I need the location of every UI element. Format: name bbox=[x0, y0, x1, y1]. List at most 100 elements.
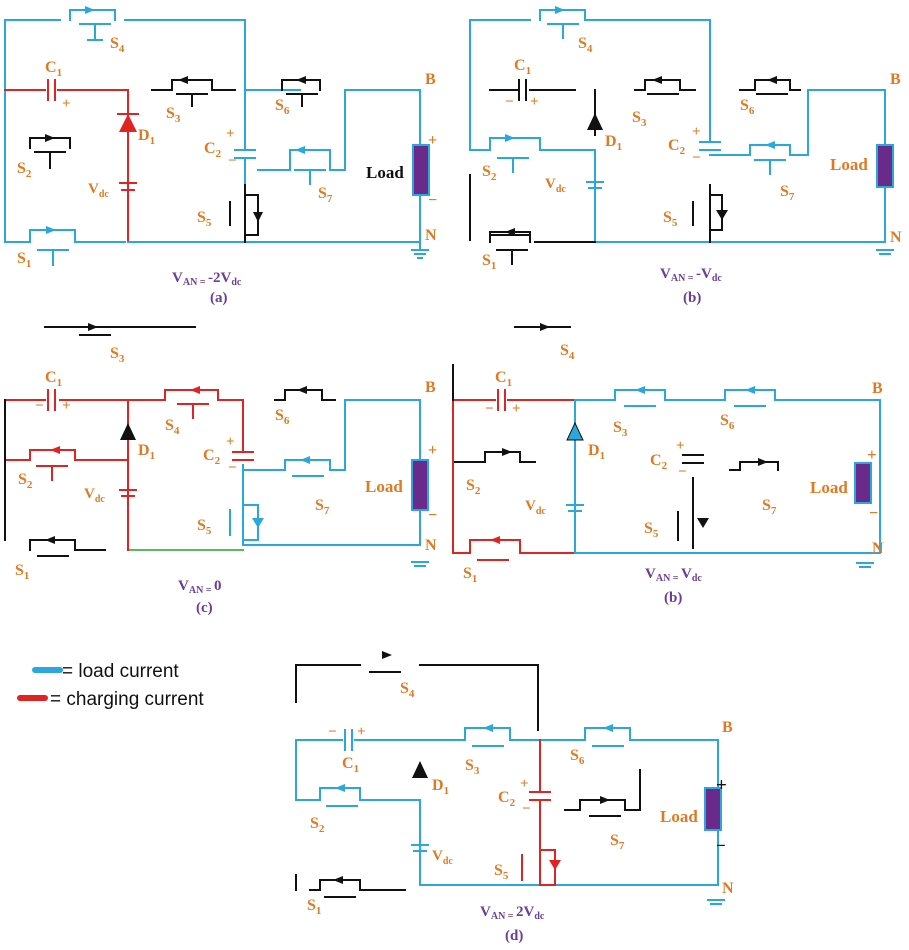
switch-s5-b bbox=[692, 194, 728, 231]
label-c1-b2: C1 bbox=[495, 369, 512, 389]
c1d-plus: + bbox=[357, 724, 366, 740]
label-c2-c: C2 bbox=[203, 447, 221, 467]
c2b2-minus: − bbox=[678, 464, 687, 480]
switch-s1-b bbox=[489, 228, 531, 265]
label-s7-b: S7 bbox=[780, 183, 795, 203]
label-c1: C1 bbox=[45, 59, 62, 79]
load-a-plus: + bbox=[428, 132, 437, 149]
switch-s2 bbox=[29, 134, 71, 169]
load-c-minus: − bbox=[428, 507, 437, 524]
label-s1-b: S1 bbox=[482, 252, 496, 272]
label-b-d: B bbox=[722, 719, 733, 736]
label-s3-b2: S3 bbox=[613, 419, 628, 439]
legend: = load current = charging current bbox=[17, 661, 204, 710]
switch-s3-b bbox=[634, 76, 696, 95]
label-d1-b: D1 bbox=[605, 133, 622, 153]
panel-b: C1 − + D1 Vdc S4 S2 bbox=[469, 6, 902, 306]
label-s2-b: S2 bbox=[482, 163, 497, 183]
label-s3-c: S3 bbox=[110, 345, 125, 365]
label-load-c: Load bbox=[365, 477, 403, 496]
c1c-minus: − bbox=[35, 398, 44, 414]
switch-s3 bbox=[151, 76, 236, 107]
c2c-plus: + bbox=[226, 434, 235, 450]
panel-b2: S4 C1 − + D1 Vdc S3 S6 S2 bbox=[452, 323, 884, 606]
switch-s5 bbox=[229, 184, 263, 243]
diode-d1-d bbox=[412, 761, 428, 778]
label-s3-d: S3 bbox=[465, 757, 480, 777]
label-vdc-d: Vdc bbox=[432, 848, 453, 867]
c2d-plus: + bbox=[520, 776, 529, 792]
label-s3: S3 bbox=[166, 105, 181, 125]
caption-b2: VAN = Vdc bbox=[645, 566, 702, 584]
switch-s7 bbox=[289, 146, 331, 185]
load-d-minus: − bbox=[716, 836, 726, 855]
label-c1-b: C1 bbox=[514, 57, 531, 77]
c1b-plus: + bbox=[530, 94, 539, 110]
label-s7-b2: S7 bbox=[762, 497, 777, 517]
label-d1: D1 bbox=[138, 127, 155, 147]
load-c-plus: + bbox=[428, 442, 437, 459]
c2b-minus: − bbox=[692, 150, 701, 166]
panel-c-letter: (c) bbox=[196, 600, 213, 616]
label-s4: S4 bbox=[110, 35, 125, 55]
ground-a bbox=[411, 241, 429, 259]
panel-c: S3 C1 − + D1 Vdc S4 bbox=[4, 323, 437, 616]
load-a bbox=[412, 144, 430, 196]
label-vdc: Vdc bbox=[88, 181, 109, 200]
diode-d1 bbox=[117, 113, 139, 132]
switch-s1-c bbox=[29, 536, 106, 557]
caption-b: VAN = -Vdc bbox=[660, 266, 722, 284]
label-c2-d: C2 bbox=[498, 789, 516, 809]
diode-d1-b2 bbox=[566, 421, 584, 441]
label-d1-b2: D1 bbox=[588, 442, 605, 462]
diode-d1-b bbox=[587, 113, 603, 130]
label-s5-b2: S5 bbox=[644, 520, 659, 540]
label-s7-d: S7 bbox=[610, 832, 625, 852]
label-s4-d: S4 bbox=[400, 680, 415, 700]
c1c-plus: + bbox=[62, 398, 71, 414]
load-a-minus: − bbox=[428, 192, 437, 209]
label-s6-c: S6 bbox=[275, 407, 290, 427]
label-c1-c: C1 bbox=[45, 369, 62, 389]
capacitor-c1-b bbox=[518, 79, 527, 101]
legend-charging-label: = charging current bbox=[50, 689, 204, 710]
panel-b2-letter: (b) bbox=[664, 590, 682, 606]
label-c2-b: C2 bbox=[668, 137, 686, 157]
label-b-b2: B bbox=[872, 380, 883, 397]
label-s5: S5 bbox=[197, 209, 212, 229]
load-c bbox=[411, 459, 429, 511]
caption-c: VAN = 0 bbox=[178, 578, 222, 596]
label-load-b: Load bbox=[830, 155, 868, 174]
legend-load-label: = load current bbox=[62, 661, 179, 682]
vdc-source bbox=[119, 182, 137, 191]
label-s5-d: S5 bbox=[494, 862, 509, 882]
panel-b-letter: (b) bbox=[683, 290, 701, 306]
label-vdc-b2: Vdc bbox=[525, 498, 546, 517]
label-b-a: B bbox=[425, 71, 436, 88]
label-s7: S7 bbox=[318, 185, 333, 205]
label-s2: S2 bbox=[17, 160, 32, 180]
load-b2-minus: − bbox=[869, 505, 878, 522]
label-n-c: N bbox=[425, 537, 437, 554]
switch-s2-b bbox=[489, 134, 541, 173]
label-d1-d: D1 bbox=[432, 777, 449, 797]
label-s3-b: S3 bbox=[632, 109, 647, 129]
label-s4-c: S4 bbox=[165, 417, 180, 437]
panel-a-letter: (a) bbox=[210, 290, 228, 306]
label-b-c: B bbox=[425, 379, 436, 396]
label-s5-c: S5 bbox=[197, 517, 212, 537]
switch-s4-c bbox=[164, 386, 219, 419]
panel-d: S4 C1 − + D1 Vdc S3 S6 bbox=[295, 651, 734, 944]
label-load-b2: Load bbox=[810, 478, 848, 497]
switch-s5-d bbox=[521, 849, 561, 886]
label-s1-b2: S1 bbox=[463, 565, 477, 585]
label-n-a: N bbox=[425, 227, 437, 244]
label-c2-b2: C2 bbox=[650, 452, 668, 472]
label-load-d: Load bbox=[660, 807, 698, 826]
load-b2-plus: + bbox=[867, 445, 877, 464]
label-s1: S1 bbox=[17, 250, 31, 270]
label-s1-c: S1 bbox=[15, 562, 29, 582]
c2-minus: − bbox=[228, 153, 237, 169]
label-c1-d: C1 bbox=[342, 755, 359, 775]
label-vdc-c: Vdc bbox=[84, 486, 105, 505]
